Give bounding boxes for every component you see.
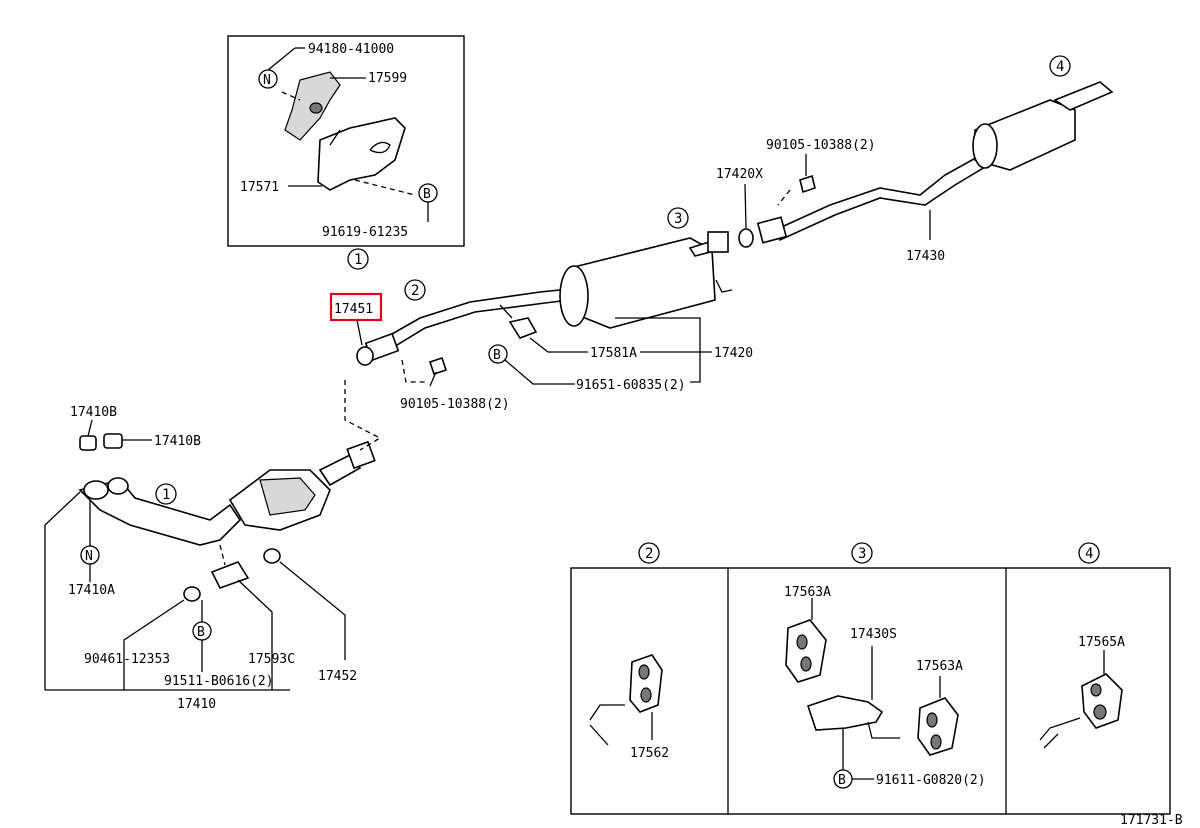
callout-17563A-right[interactable]: 17563A [916,659,963,674]
circle-marker-4-main: 4 [1049,55,1071,77]
part-label-17420X: 17420X [716,167,763,182]
part-label-17593C: 17593C [248,652,295,667]
callout-17563A-left[interactable]: 17563A [784,585,831,600]
part-label-91651-60835: 91651-60835(2) [576,378,686,393]
callout-91511-B0616[interactable]: 91511-B0616(2) [164,674,274,689]
callout-90105-10388-front[interactable]: 90105-10388(2) [400,356,510,412]
part-label-17599: 17599 [368,71,407,86]
callout-17410A[interactable]: 17410A [68,583,115,598]
marker-b-main: B [488,344,575,385]
part-label-90105-10388-front: 90105-10388(2) [400,397,510,412]
circle-marker-3-main: 3 [667,207,689,229]
panel-2-marker-label: 2 [645,546,653,562]
callout-90105-10388-rear[interactable]: 90105-10388(2) [766,138,876,206]
part-label-94180-41000: 94180-41000 [308,42,394,57]
marker-n-main: N [80,500,100,582]
marker-b-main-label: B [493,348,501,363]
marker-b-label: B [423,187,431,202]
panel-3-marker-label: 3 [858,546,866,562]
inset-box-detail-1 [227,35,465,247]
callout-17420X[interactable]: 17420X [716,167,763,229]
callout-17430S[interactable]: 17430S [850,627,897,642]
callout-17410[interactable]: 17410 [44,491,290,712]
part-label-17581A: 17581A [590,346,637,361]
callout-17452[interactable]: 17452 [279,561,357,684]
callout-17410B-right[interactable]: 17410B [122,434,201,449]
callout-17430[interactable]: 17430 [906,210,945,264]
callout-90461-12353[interactable]: 90461-12353 [84,599,185,690]
callout-17581A[interactable]: 17581A [529,337,637,361]
callout-17420[interactable]: 17420 [615,317,753,383]
circle-marker-1-label: 1 [354,252,362,268]
part-label-17562: 17562 [630,746,669,761]
marker-b-inset: B [418,183,438,222]
marker-n-main-label: N [85,549,93,564]
part-label-90105-10388-rear: 90105-10388(2) [766,138,876,153]
callout-91651-60835[interactable]: 91651-60835(2) [576,378,686,393]
callout-17562[interactable]: 17562 [630,746,669,761]
circle-marker-1-inset: 1 [347,248,369,270]
detail-panel-3: 3 [785,542,959,770]
detail-panels-box [570,567,1171,815]
part-label-17430: 17430 [906,249,945,264]
circle-marker-1-main-label: 1 [162,487,170,503]
part-label-17563A-left: 17563A [784,585,831,600]
callout-91619-61235[interactable]: 91619-61235 [322,225,408,240]
circle-marker-4-label: 4 [1056,59,1064,75]
part-label-17410: 17410 [177,697,216,712]
marker-b-panel3-label: B [838,773,846,788]
callout-91611-G0820[interactable]: 91611-G0820(2) [876,773,986,788]
part-label-17420: 17420 [714,346,753,361]
part-label-91611-G0820: 91611-G0820(2) [876,773,986,788]
marker-b-panel3: B [833,769,874,789]
panel-4-marker-label: 4 [1085,546,1093,562]
part-label-17451: 17451 [334,302,373,317]
callout-17599[interactable]: 17599 [330,71,407,86]
front-pipe-drawing [78,380,382,602]
marker-b-front: B [192,600,212,672]
part-label-17410B-right: 17410B [154,434,201,449]
tail-pipe-drawing [738,81,1114,248]
marker-n-label: N [263,73,271,88]
part-label-91619-61235: 91619-61235 [322,225,408,240]
callout-17571[interactable]: 17571 [240,180,322,195]
detail-panel-2: 2 [589,542,663,746]
callout-94180-41000[interactable]: 94180-41000 [267,42,394,71]
part-label-17452: 17452 [318,669,357,684]
circle-marker-2-main: 2 [404,279,426,301]
detail-panel-4: 4 [1039,542,1123,749]
marker-n-inset: N [258,69,278,89]
part-label-17410B-left: 17410B [70,405,117,420]
part-label-91511-B0616: 91511-B0616(2) [164,674,274,689]
part-label-17571: 17571 [240,180,279,195]
marker-b-front-label: B [197,625,205,640]
callout-17593C[interactable]: 17593C [237,579,295,690]
circle-marker-1-main: 1 [155,483,177,505]
part-label-17563A-right: 17563A [916,659,963,674]
diagram-reference: 171731-B [1120,813,1183,828]
center-pipe-drawing [356,231,733,366]
part-label-17565A: 17565A [1078,635,1125,650]
part-label-17430S: 17430S [850,627,897,642]
circle-marker-2-label: 2 [411,283,419,299]
part-label-17410A: 17410A [68,583,115,598]
part-label-90461-12353: 90461-12353 [84,652,170,667]
circle-marker-3-label: 3 [674,211,682,227]
callout-17451-highlighted[interactable]: 17451 [329,292,383,346]
callout-17565A[interactable]: 17565A [1078,635,1125,650]
callout-17410B-left[interactable]: 17410B [70,405,117,437]
